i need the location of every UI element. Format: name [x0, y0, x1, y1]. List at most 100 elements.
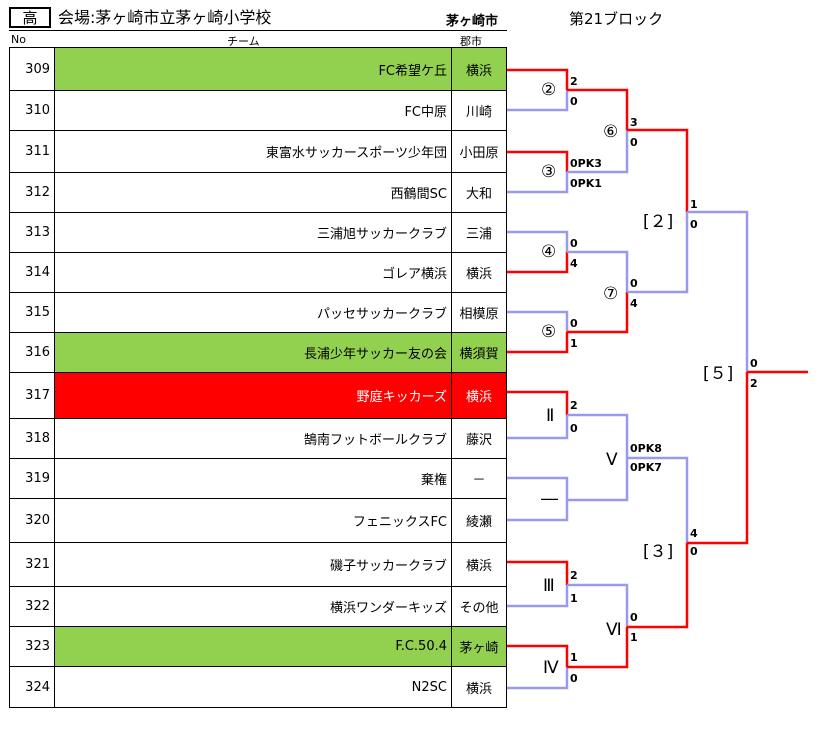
bracket-line — [507, 500, 569, 522]
team-area: 横浜 — [451, 666, 507, 708]
score: 0 — [690, 218, 698, 231]
team-no: 315 — [9, 292, 55, 333]
bracket-line — [567, 130, 629, 174]
team-no: 322 — [9, 586, 55, 627]
grade-label: 高 — [9, 7, 51, 28]
team-no: 323 — [9, 626, 55, 667]
team-name: F.C.50.4 — [54, 626, 452, 667]
bracket-line — [687, 372, 749, 545]
bracket-line — [507, 230, 569, 252]
score: 0 — [570, 95, 578, 108]
bracket-line — [567, 583, 629, 627]
score: 2 — [750, 377, 758, 390]
bracket-line — [507, 68, 569, 90]
score: 1 — [570, 337, 578, 350]
team-area: 横浜 — [451, 542, 507, 587]
team-name: 長浦少年サッカー友の会 — [54, 332, 452, 373]
team-no: 318 — [9, 418, 55, 459]
team-area: 大和 — [451, 172, 507, 213]
bracket-line — [567, 458, 629, 502]
team-no: 324 — [9, 666, 55, 708]
bracket-line — [627, 456, 689, 543]
team-name: ゴレア横浜 — [54, 252, 452, 293]
team-area: 茅ヶ崎 — [451, 626, 507, 667]
match-7-label: ⑦ — [603, 284, 619, 304]
bracket-line — [507, 90, 569, 112]
team-area: 横浜 — [451, 372, 507, 419]
score: 2 — [570, 569, 578, 582]
team-no: 319 — [9, 458, 55, 499]
score: 3 — [630, 116, 638, 129]
match-6-label: ⑥ — [603, 122, 619, 142]
team-area: 相模原 — [451, 292, 507, 333]
team-area: － — [451, 458, 507, 499]
bracket-line — [507, 252, 569, 274]
score: 4 — [690, 527, 698, 540]
header-divider — [9, 30, 507, 31]
semifinal-2-label: [２] — [643, 212, 674, 232]
bracket-line — [507, 644, 569, 667]
team-area: 藤沢 — [451, 418, 507, 459]
team-area: 横浜 — [451, 252, 507, 293]
team-name: 野庭キッカーズ — [54, 372, 452, 419]
team-name: 磯子サッカークラブ — [54, 542, 452, 587]
match-v-label: Ⅴ — [606, 450, 618, 470]
bracket-line — [567, 250, 629, 292]
venue-title: 会場:茅ヶ崎市立茅ヶ崎小学校 — [58, 8, 272, 27]
team-name: フェニックスFC — [54, 498, 452, 543]
match-2-label: ② — [541, 80, 557, 100]
score: 0 — [570, 237, 578, 250]
bracket-line — [507, 415, 569, 440]
team-area: 三浦 — [451, 212, 507, 253]
score: 0PK3 — [570, 157, 602, 170]
semifinal-3-label: [３] — [643, 542, 674, 562]
match-bye-label: ― — [541, 489, 558, 509]
team-name: 鵠南フットボールクラブ — [54, 418, 452, 459]
team-area: 横浜 — [451, 47, 507, 91]
match-ii-label: Ⅱ — [546, 406, 555, 426]
bracket-line — [567, 627, 629, 669]
bracket-line — [507, 390, 569, 415]
score: 1 — [570, 651, 578, 664]
match-iv-label: Ⅳ — [543, 658, 559, 678]
team-area: その他 — [451, 586, 507, 627]
bracket-line — [507, 560, 569, 585]
score: 4 — [630, 297, 638, 310]
score: 0 — [750, 357, 758, 370]
bracket-line — [627, 212, 689, 294]
bracket-line — [507, 150, 569, 172]
bracket-line — [627, 128, 689, 212]
match-3-label: ③ — [541, 162, 557, 182]
score: 1 — [630, 631, 638, 644]
score: 0 — [570, 422, 578, 435]
col-header-area: 郡市 — [460, 35, 482, 48]
match-iii-label: Ⅲ — [543, 576, 555, 596]
match-vi-label: Ⅵ — [606, 620, 622, 640]
bracket-line — [627, 543, 689, 629]
col-header-team: チーム — [227, 35, 260, 48]
team-name: パッセサッカークラブ — [54, 292, 452, 333]
bracket-line — [507, 172, 569, 194]
score: 2 — [570, 399, 578, 412]
col-header-no: No — [11, 33, 26, 46]
score: 2 — [570, 75, 578, 88]
score: 0 — [570, 317, 578, 330]
score: 0PK7 — [630, 461, 662, 474]
score: 0PK8 — [630, 442, 662, 455]
team-name: 東富水サッカースポーツ少年団 — [54, 130, 452, 173]
bracket-line — [567, 413, 629, 458]
score: 0 — [630, 611, 638, 624]
bracket-line — [567, 88, 629, 130]
score: 0 — [690, 545, 698, 558]
host-city: 茅ヶ崎市 — [446, 14, 499, 29]
